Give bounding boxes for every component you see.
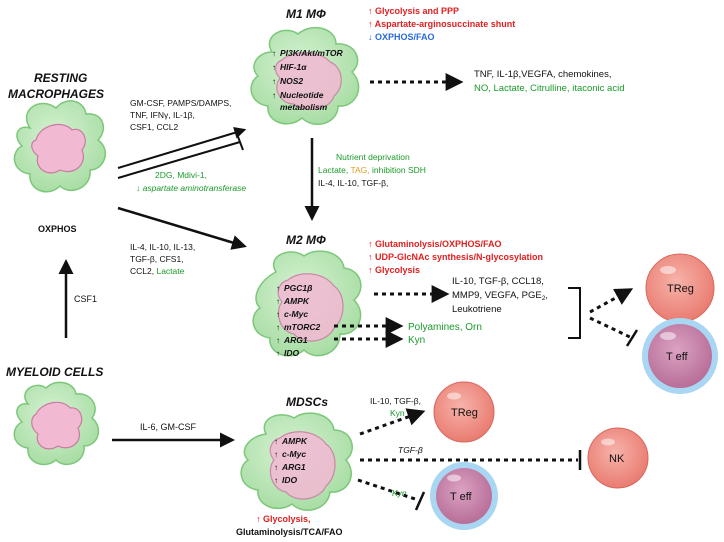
teff-bottom-label: T eff — [450, 491, 473, 503]
m2-bracket — [568, 287, 581, 339]
rest-to-m1-line-2: TNF, IFNγ, IL-1β, — [130, 110, 195, 120]
myeloid-to-mdsc-label: IL-6, GM-CSF — [140, 422, 197, 432]
m1-inner-4: Nucleotide — [280, 90, 324, 100]
m1-to-m2-green-1: Nutrient deprivation — [336, 152, 410, 162]
mdsc-to-teff-line — [357, 478, 419, 502]
m2-inner-3: c-Myc — [284, 309, 308, 319]
m1-macrophage-cell — [250, 26, 360, 125]
m1-metab-blue: ↓ OXPHOS/FAO — [368, 32, 435, 42]
mdsc-inner-arrow-2: ↑ — [274, 450, 278, 459]
mdsc-bottom-black: Glutaminolysis/TCA/FAO — [236, 527, 343, 537]
rest-to-m2-line-3: CCL2, Lactate — [130, 266, 185, 276]
treg-cell-top — [645, 253, 715, 323]
m1-inner-arrow-2: ↑ — [272, 63, 276, 72]
mdsc-inner-arrow-1: ↑ — [274, 437, 278, 446]
m1-metab-red-1: ↑ Glycolysis and PPP — [368, 6, 459, 16]
inhibitors-line-2: ↓ aspartate aminotransferase — [136, 183, 246, 193]
teff-top-label: T eff — [666, 351, 689, 363]
resting-title-1: RESTING — [34, 71, 87, 85]
m2-inner-list: ↑ PGC1β ↑ AMPK ↑ c-Myc ↑ mTORC2 ↑ ARG1 ↑… — [276, 283, 320, 358]
m2-metab-red-3: ↑ Glycolysis — [368, 265, 420, 275]
m2-output-3: Leukotriene — [452, 304, 502, 315]
m1-output-black: TNF, IL-1β,VEGFA, chemokines, — [474, 69, 611, 80]
bracket-to-treg-arrow — [589, 288, 634, 314]
inhibitors-line-1: 2DG, Mdivi-1, — [155, 170, 207, 180]
m1-to-m2-green-2: Lactate, TAG, inhibition SDH — [318, 165, 426, 175]
mdsc-cell — [240, 412, 353, 511]
resting-oxphos-label: OXPHOS — [38, 224, 77, 234]
m2-inner-arrow-4: ↑ — [276, 323, 280, 332]
m2-inner-arrow-2: ↑ — [276, 297, 280, 306]
m2-metab-red-2: ↑ UDP-GlcNAc synthesis/N-glycosylation — [368, 252, 543, 262]
m2-inner-arrow-5: ↑ — [276, 336, 280, 345]
mdsc-to-teff-bar — [414, 491, 426, 511]
m2-metab-red-1: ↑ Glutaminolysis/OXPHOS/FAO — [368, 239, 502, 249]
m1-inner-arrow-4: ↑ — [272, 91, 276, 100]
m1-inner-3: NOS2 — [280, 76, 303, 86]
m2-inner-2: AMPK — [283, 296, 310, 306]
rest-to-m2-arrow — [117, 206, 247, 250]
mdsc-inner-1: AMPK — [281, 436, 308, 446]
m1-output-green: NO, Lactate, Citrulline, itaconic acid — [474, 83, 624, 94]
mdsc-inner-4: IDO — [282, 475, 298, 485]
treg-bottom-label: TReg — [451, 407, 478, 419]
m1-inner-list: ↑ PI3K/Akt/mTOR ↑ HIF-1α ↑ NOS2 ↑ Nucleo… — [272, 48, 344, 112]
bracket-to-teff-bar — [625, 329, 639, 347]
rest-to-m1-arrow — [117, 127, 247, 169]
polyamines-label: Polyamines, Orn — [408, 322, 482, 333]
m1-inner-5: metabolism — [280, 102, 328, 112]
m1-to-m2-black: IL-4, IL-10, TGF-β, — [318, 178, 388, 188]
m1-inhibition-bar — [236, 133, 244, 151]
resting-title-2: MACROPHAGES — [8, 87, 104, 101]
m1-inner-2: HIF-1α — [280, 62, 307, 72]
nk-cell — [587, 427, 649, 489]
m2-output-1: IL-10, TGF-β, CCL18, — [452, 276, 544, 287]
myeloid-cell — [13, 381, 100, 466]
resting-macrophage-cell — [13, 100, 107, 193]
m2-output-2: MMP9, VEGFA, PGE2, — [452, 290, 548, 302]
teff-cell-bottom — [430, 462, 498, 530]
mdsc-title: MDSCs — [286, 395, 328, 409]
rest-to-m2-line-2: TGF-β, CFS1, — [130, 254, 184, 264]
mdsc-bottom-red: ↑ Glycolysis, — [256, 514, 311, 524]
rest-to-m1-line-3: CSF1, CCL2 — [130, 122, 178, 132]
m2-inner-1: PGC1β — [284, 283, 312, 293]
m1-metab-red-2: ↑ Aspartate-arginosuccinate shunt — [368, 19, 515, 29]
csf1-label: CSF1 — [74, 294, 97, 304]
m2-title: M2 MΦ — [286, 233, 326, 247]
m1-inhibition-line — [117, 141, 241, 179]
mdsc-inner-list: ↑ AMPK ↑ c-Myc ↑ ARG1 ↑ IDO — [274, 436, 308, 485]
mdsc-inner-2: c-Myc — [282, 449, 306, 459]
myeloid-title: MYELOID CELLS — [6, 365, 103, 379]
treg-cell-bottom — [433, 381, 495, 443]
m1-inner-1: PI3K/Akt/mTOR — [280, 48, 344, 58]
mdsc-inner-arrow-4: ↑ — [274, 476, 278, 485]
m2-inner-5: ARG1 — [283, 335, 308, 345]
mdsc-to-treg-green: Kyn — [390, 408, 405, 418]
m1-title: M1 MΦ — [286, 7, 326, 21]
mdsc-inner-arrow-3: ↑ — [274, 463, 278, 472]
m1-inner-arrow-1: ↑ — [272, 49, 276, 58]
m2-macrophage-cell — [252, 250, 362, 357]
rest-to-m1-line-1: GM-CSF, PAMPS/DAMPS, — [130, 98, 231, 108]
kyn-label: Kyn — [408, 335, 425, 346]
teff-cell-top — [642, 318, 718, 394]
mdsc-inner-3: ARG1 — [281, 462, 306, 472]
nk-label: NK — [609, 453, 625, 465]
m2-inner-6: IDO — [284, 348, 300, 358]
m2-inner-arrow-6: ↑ — [276, 349, 280, 358]
treg-top-label: TReg — [667, 283, 694, 295]
m1-inner-arrow-3: ↑ — [272, 77, 276, 86]
mdsc-to-nk-label: TGF-β — [398, 445, 423, 455]
rest-to-m2-line-1: IL-4, IL-10, IL-13, — [130, 242, 195, 252]
mdsc-to-treg-arrow — [359, 408, 426, 436]
m2-inner-arrow-1: ↑ — [276, 284, 280, 293]
m2-inner-arrow-3: ↑ — [276, 310, 280, 319]
bracket-to-teff-line — [589, 316, 633, 340]
mdsc-to-treg-black: IL-10, TGF-β, — [370, 396, 421, 406]
m2-inner-4: mTORC2 — [284, 322, 320, 332]
